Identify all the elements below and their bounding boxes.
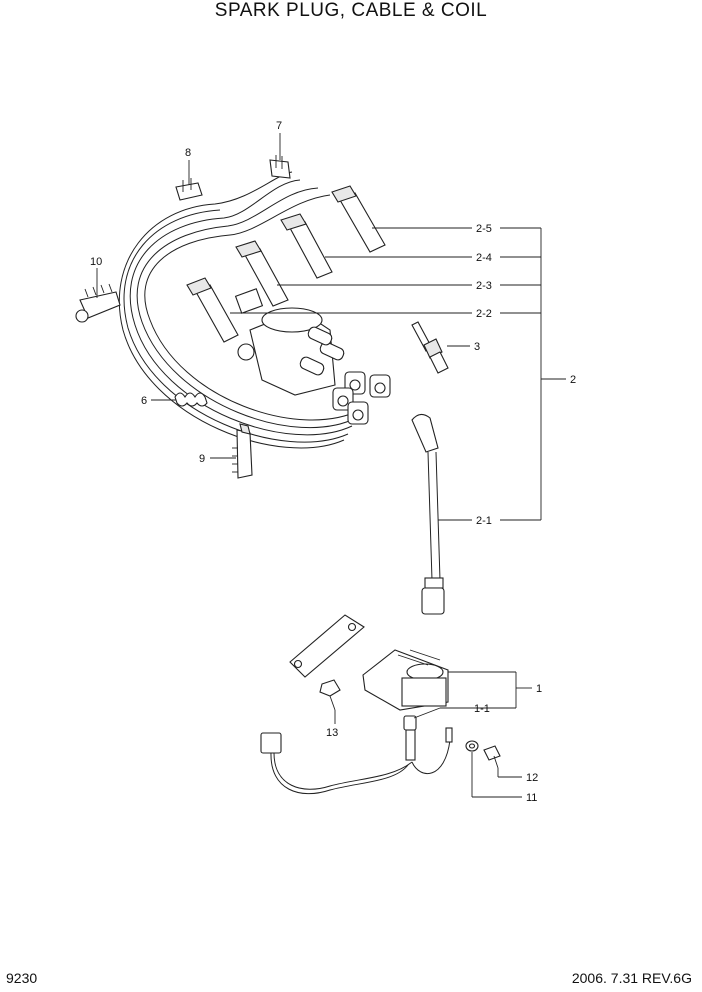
- callout-2: 2: [570, 374, 576, 386]
- callout-2-2: 2-2: [476, 308, 492, 320]
- coil-wiring-1-1: [260, 715, 453, 795]
- callout-1: 1: [536, 683, 542, 695]
- callout-2-5: 2-5: [476, 223, 492, 235]
- callout-7: 7: [276, 120, 282, 132]
- callout-6: 6: [141, 395, 147, 407]
- ignition-cable-harness: [118, 171, 361, 449]
- distributor-cap: [234, 288, 391, 425]
- plug-boot-2-5: [331, 185, 386, 253]
- screw-12: [483, 745, 501, 769]
- washer-11: [465, 740, 479, 752]
- leader-lines: [96, 133, 566, 798]
- callout-2-1: 2-1: [476, 515, 492, 527]
- callout-11: 11: [526, 792, 537, 804]
- page-number: 9230: [6, 970, 38, 986]
- callout-8: 8: [185, 147, 191, 159]
- coil-plate: [289, 614, 365, 678]
- callout-13: 13: [326, 727, 338, 739]
- page-title: SPARK PLUG, CABLE & COIL: [214, 0, 488, 21]
- high-tension-cable-2-1: [411, 413, 445, 615]
- bolt-13: [319, 679, 341, 711]
- callout-10: 10: [90, 256, 102, 268]
- callout-9: 9: [199, 453, 205, 465]
- separator-9: [232, 423, 253, 479]
- callout-1-1: 1-1: [474, 703, 490, 715]
- ignition-coil-1: [362, 649, 449, 711]
- callout-labels: 7 8 10 6 9 3 2-5 2-4 2-3 2-2 2-1 2 1 1-1…: [90, 120, 576, 804]
- separator-10: [75, 283, 121, 323]
- holder-6: [174, 392, 208, 407]
- revision-date: 2006. 7.31 REV.6G: [571, 970, 692, 986]
- callout-2-3: 2-3: [476, 280, 492, 292]
- clip-8: [175, 178, 203, 201]
- spark-plug-3: [411, 321, 449, 374]
- plug-boot-2-2: [186, 277, 239, 343]
- plug-boot-2-4: [280, 213, 333, 279]
- callout-3: 3: [474, 341, 480, 353]
- plug-boot-2-3: [235, 240, 289, 307]
- clip-7: [269, 155, 291, 179]
- callout-2-4: 2-4: [476, 252, 492, 264]
- callout-12: 12: [526, 772, 538, 784]
